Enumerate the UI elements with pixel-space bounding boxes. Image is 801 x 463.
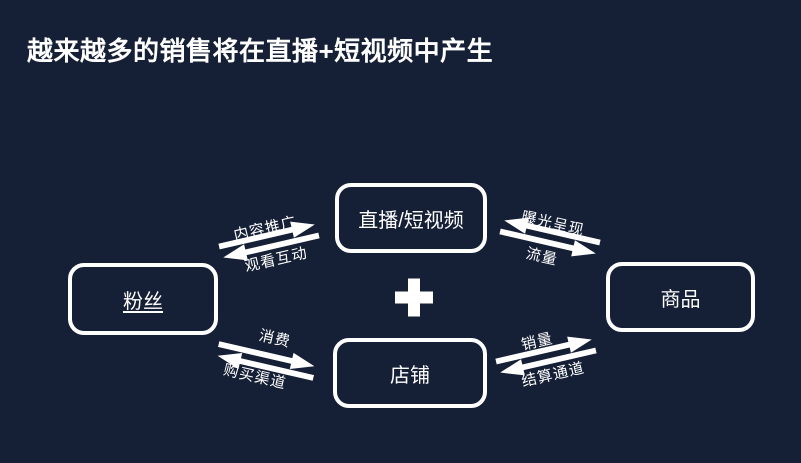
node-live-short-video: 直播/短视频 bbox=[335, 183, 487, 253]
exchange-arrow-fans-shop-icon bbox=[217, 341, 315, 381]
node-goods-label: 商品 bbox=[660, 288, 701, 311]
node-shop: 店铺 bbox=[333, 338, 487, 408]
node-goods: 商品 bbox=[606, 262, 755, 332]
plus-icon bbox=[395, 278, 433, 317]
exchange-arrow-shop-goods-icon bbox=[495, 336, 597, 376]
node-fans: 粉丝 bbox=[68, 263, 218, 335]
node-live-short-video-label: 直播/短视频 bbox=[358, 209, 464, 232]
exchange-arrow-fans-live-icon bbox=[218, 221, 320, 261]
node-fans-label: 粉丝 bbox=[123, 290, 163, 313]
page-title: 越来越多的销售将在直播+短视频中产生 bbox=[27, 36, 494, 66]
exchange-arrow-live-goods-icon bbox=[499, 217, 601, 257]
node-shop-label: 店铺 bbox=[390, 364, 430, 387]
